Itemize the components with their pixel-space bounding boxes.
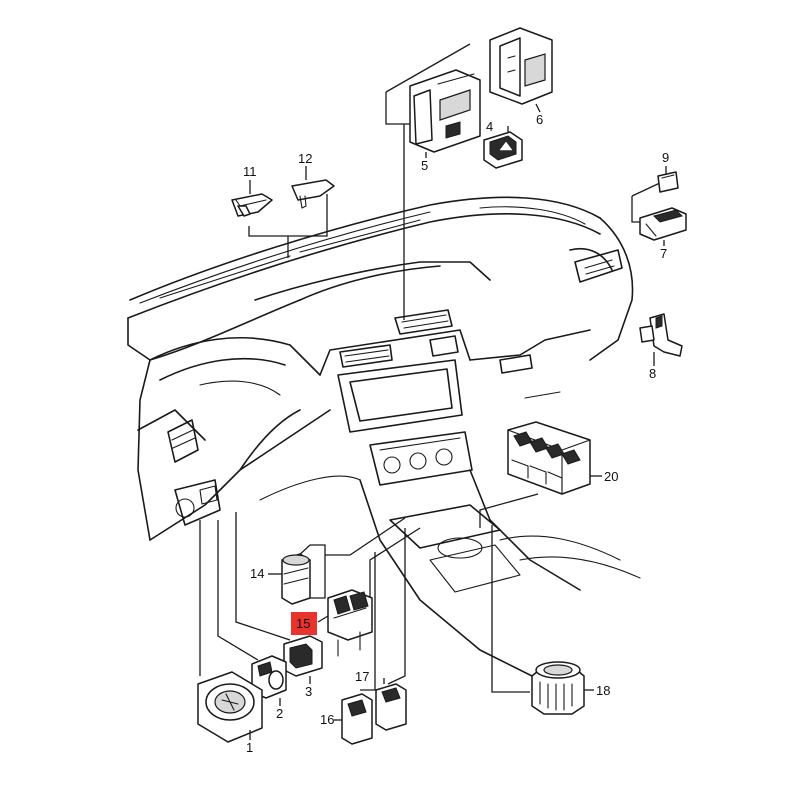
part-3-switch-cap <box>283 635 323 677</box>
callout-20: 20 <box>604 469 618 484</box>
part-20-switch-strip <box>507 421 591 495</box>
part-1-headlight-switch <box>197 671 263 743</box>
part-4-hazard-switch <box>483 131 523 169</box>
highlight-box-15 <box>291 612 317 635</box>
part-12-cover-cap <box>291 179 335 209</box>
callout-ticks <box>249 103 667 740</box>
part-6-switch-housing <box>489 27 553 105</box>
part-15-double-switch <box>327 589 373 657</box>
callout-16: 16 <box>320 712 334 727</box>
part-14-push-switch <box>281 553 311 605</box>
callout-15: 15 <box>296 616 310 631</box>
part-7-switch-module <box>639 207 687 241</box>
callout-5: 5 <box>421 158 428 173</box>
part-8-sensor-bracket <box>639 313 683 357</box>
callout-1: 1 <box>246 740 253 755</box>
part-16-socket <box>341 693 373 745</box>
callout-8: 8 <box>649 366 656 381</box>
callout-3: 3 <box>305 684 312 699</box>
callout-9: 9 <box>662 150 669 165</box>
leader-lines <box>199 43 663 693</box>
part-2-knob-switch <box>251 655 287 699</box>
part-11-cover-cap <box>231 193 273 217</box>
callout-12: 12 <box>298 151 312 166</box>
callout-7: 7 <box>660 246 667 261</box>
callout-4: 4 <box>486 119 493 134</box>
dashboard-outline <box>127 196 641 681</box>
callout-17: 17 <box>355 669 369 684</box>
callout-18: 18 <box>596 683 610 698</box>
part-5-switch-bezel <box>409 69 481 153</box>
part-17-socket <box>375 683 407 731</box>
part-18-rotary-module <box>531 661 585 715</box>
callout-6: 6 <box>536 112 543 127</box>
part-9-small-switch <box>657 171 679 193</box>
callout-labels: 1 2 3 4 5 6 7 8 9 11 12 14 15 16 17 18 2… <box>243 112 669 755</box>
callout-14: 14 <box>250 566 264 581</box>
callout-2: 2 <box>276 706 283 721</box>
callout-11: 11 <box>243 164 257 179</box>
